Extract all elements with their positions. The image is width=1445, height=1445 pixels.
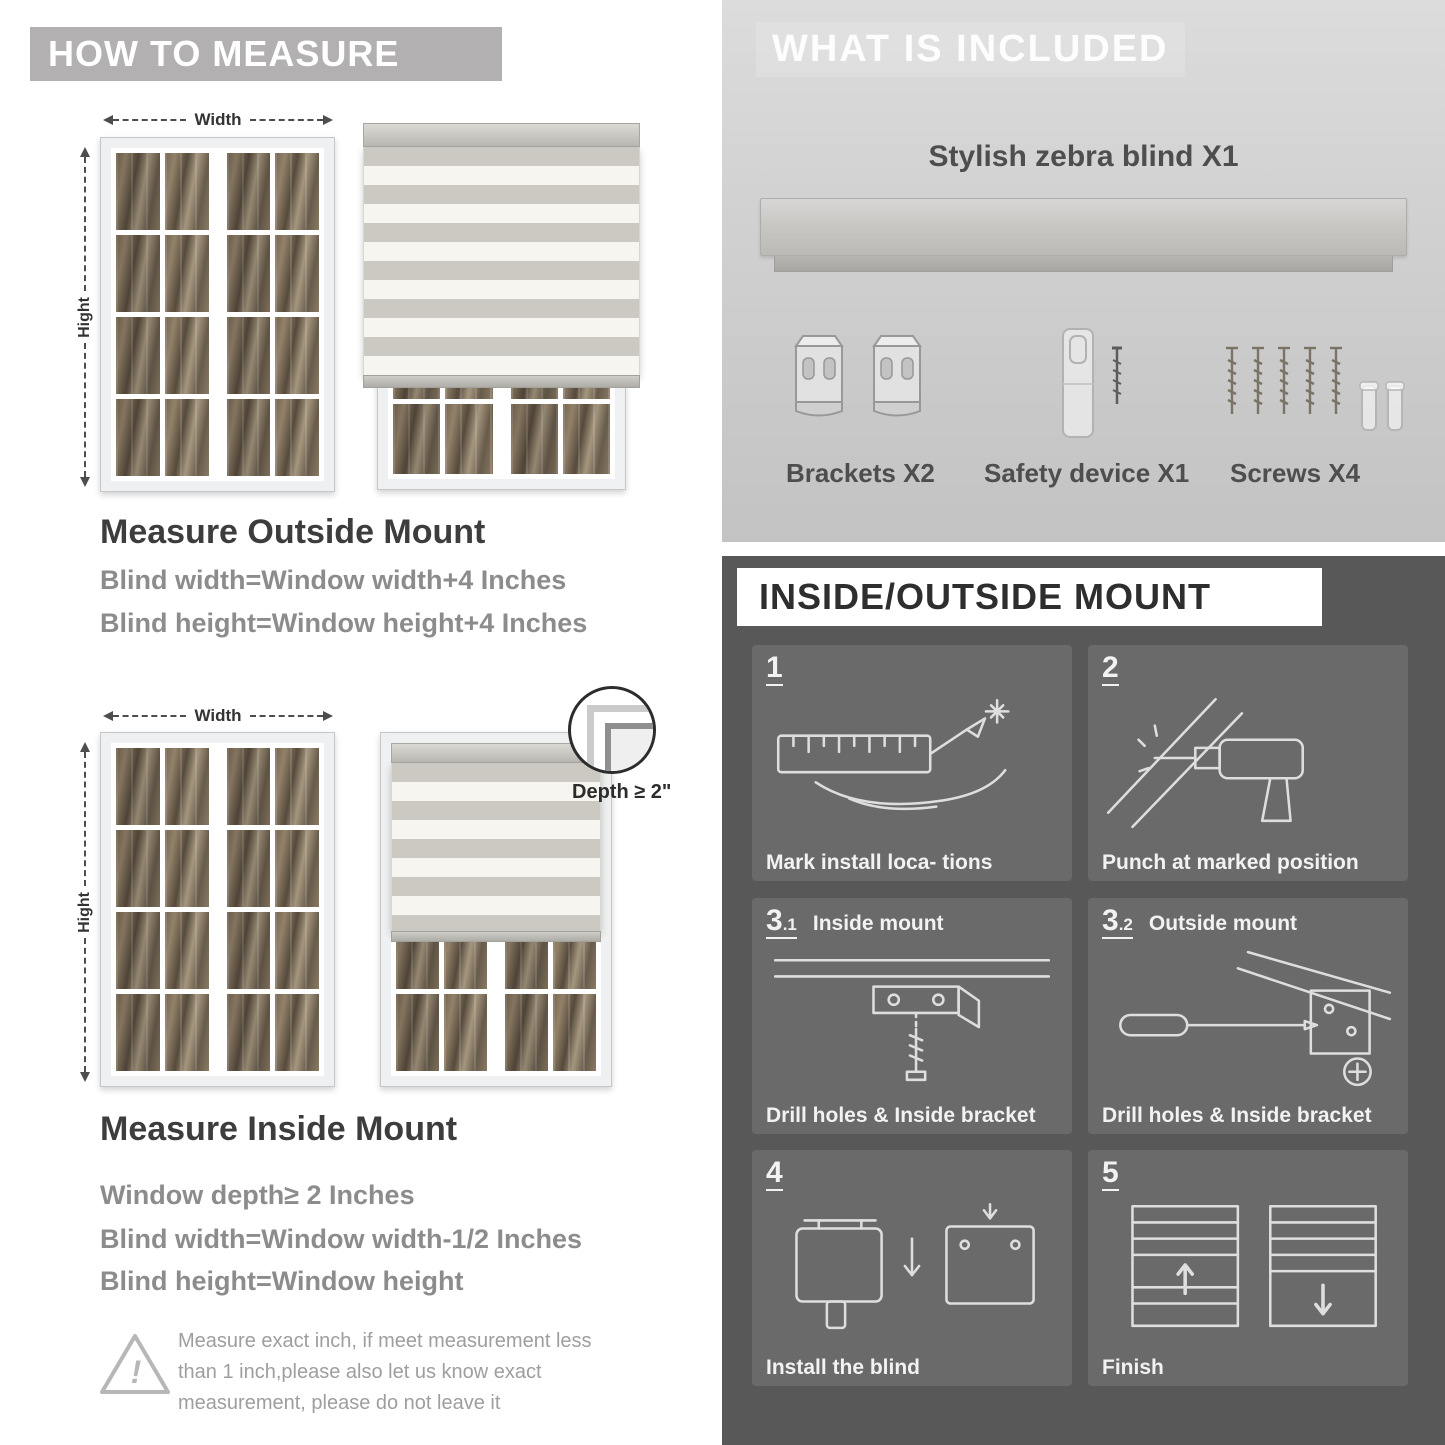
- step-panel-2: 2 Punch at marked position: [1088, 645, 1408, 881]
- step-title: Outside mount: [1148, 912, 1298, 935]
- install-blind-icon: [795, 1202, 1035, 1330]
- blind-stripes: [391, 763, 601, 931]
- zebra-blind-illustration: [391, 743, 601, 942]
- step-panel-5: 5 Finish: [1088, 1150, 1408, 1386]
- depth-magnifier-icon: [568, 686, 656, 774]
- measure-warning-text: Measure exact inch, if meet measurement …: [178, 1330, 592, 1414]
- step-caption: Install the blind: [766, 1356, 921, 1379]
- inside-bracket-icon: [773, 958, 1051, 1082]
- blind-bottom-rail: [363, 375, 640, 388]
- blind-stripes: [363, 147, 640, 375]
- screw-icon: [1112, 346, 1122, 404]
- inside-mount-heading: Measure Inside Mount: [100, 1110, 458, 1148]
- step-panel-1: 1 Mark install loca- tions: [752, 645, 1072, 881]
- blind-cassette: [363, 123, 640, 147]
- step-number: 3.2: [1102, 904, 1133, 939]
- arrow-line: [113, 119, 187, 121]
- step-title: Inside mount: [812, 912, 944, 935]
- height-arrow-label: Hight: [76, 891, 93, 933]
- window-sash: [111, 148, 214, 481]
- inside-mount-line3: Blind height=Window height: [100, 1266, 464, 1296]
- blind-bottom-rail: [391, 931, 601, 942]
- how-to-measure-title: HOW TO MEASURE: [48, 33, 400, 74]
- safety-device-icon: [1062, 328, 1094, 438]
- inside-mount-line1: Window depth≥ 2 Inches: [100, 1180, 415, 1210]
- arrow-line: [84, 343, 86, 477]
- arrow-line: [84, 157, 86, 291]
- window-illustration: [100, 137, 335, 492]
- step-number: 5: [1102, 1156, 1119, 1191]
- window-panes: [116, 153, 209, 476]
- height-arrow-icon: Hight: [74, 147, 96, 487]
- width-arrow-label: Width: [194, 706, 242, 725]
- arrow-top-head: [80, 147, 90, 157]
- step-caption: Punch at marked position: [1102, 851, 1359, 874]
- bracket-icon: [872, 335, 922, 417]
- blind-cassette: [391, 743, 601, 763]
- what-is-included-title: WHAT IS INCLUDED: [756, 22, 1185, 77]
- arrow-bottom-head: [80, 477, 90, 487]
- height-arrow-label: Hight: [76, 296, 93, 338]
- zebra-blind-cassette-illustration: [760, 198, 1407, 272]
- outside-bracket-icon: [1119, 950, 1392, 1087]
- step-panel-3-1: 3.1 Inside mount Drill holes & Inside br…: [752, 898, 1072, 1134]
- inside-mount-blind-figure: [380, 732, 612, 1087]
- width-arrow-icon: Width: [103, 110, 333, 130]
- step-caption: Finish: [1102, 1356, 1164, 1379]
- outside-mount-line1: Blind width=Window width+4 Inches: [100, 565, 567, 595]
- window-sashes: [111, 148, 324, 481]
- warning-icon: !: [100, 1334, 170, 1394]
- step-panel-3-2: 3.2 Outside mount Drill holes & Inside b…: [1088, 898, 1408, 1134]
- brackets-label: Brackets X2: [786, 458, 935, 488]
- step-number: 2: [1102, 651, 1119, 686]
- screws-label: Screws X4: [1230, 458, 1361, 488]
- window-sash: [221, 148, 324, 481]
- window-panes: [226, 153, 319, 476]
- zebra-blind-illustration: [363, 123, 640, 388]
- step-number: 1: [766, 651, 783, 686]
- mount-banner: INSIDE/OUTSIDE MOUNT: [737, 568, 1322, 626]
- step-panel-4: 4 Install the blind: [752, 1150, 1072, 1386]
- safety-device-label: Safety device X1: [984, 458, 1190, 488]
- step-caption: Drill holes & Inside bracket: [766, 1104, 1036, 1127]
- arrow-line: [249, 119, 323, 121]
- inside-mount-line2: Blind width=Window width-1/2 Inches: [100, 1224, 583, 1254]
- zebra-blind-label: Stylish zebra blind X1: [928, 140, 1239, 173]
- screws-and-anchors-icon: [1224, 346, 1405, 431]
- width-arrow-label: Width: [194, 110, 242, 129]
- what-is-included-section: WHAT IS INCLUDED Stylish zebra blind X1: [722, 0, 1445, 542]
- step-number: 4: [766, 1156, 783, 1191]
- svg-text:!: !: [131, 1354, 142, 1390]
- bracket-icon: [794, 335, 844, 417]
- step-caption: Drill holes & Inside bracket: [1102, 1104, 1372, 1127]
- outside-mount-blind-figure: [363, 123, 640, 490]
- outside-mount-line2: Blind height=Window height+4 Inches: [100, 608, 588, 638]
- outside-mount-heading: Measure Outside Mount: [100, 513, 486, 551]
- height-arrow-icon: Hight: [74, 742, 96, 1082]
- arrow-right-head: [323, 115, 333, 125]
- mark-location-icon: [776, 698, 1010, 811]
- window-illustration: [100, 732, 335, 1087]
- arrow-left-head: [103, 115, 113, 125]
- drill-icon: [1106, 697, 1304, 829]
- how-to-measure-banner: HOW TO MEASURE: [30, 27, 502, 81]
- step-number: 3.1: [766, 904, 797, 939]
- depth-label: Depth ≥ 2": [572, 781, 672, 803]
- step-caption: Mark install loca- tions: [766, 851, 993, 874]
- width-arrow-icon: Width: [103, 706, 333, 726]
- mount-instructions-section: INSIDE/OUTSIDE MOUNT 1 Mark install lo: [722, 556, 1445, 1445]
- finish-blinds-icon: [1131, 1204, 1377, 1328]
- mount-title: INSIDE/OUTSIDE MOUNT: [759, 576, 1212, 617]
